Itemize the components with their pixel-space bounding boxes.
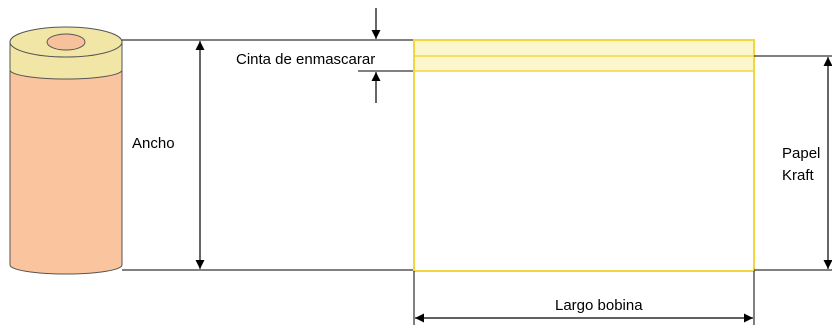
roll-core [46, 33, 86, 51]
kraft-sheet [413, 39, 755, 272]
kraft-label-line2: Kraft [782, 167, 814, 184]
paper-roll-icon [9, 26, 123, 275]
tape-label: Cinta de enmascarar [236, 51, 376, 68]
length-label: Largo bobina [555, 297, 643, 314]
kraft-label-line1: Papel [782, 145, 821, 162]
roll-body [9, 69, 123, 275]
width-label: Ancho [132, 135, 175, 152]
kraft-label: Papel Kraft [782, 143, 828, 187]
